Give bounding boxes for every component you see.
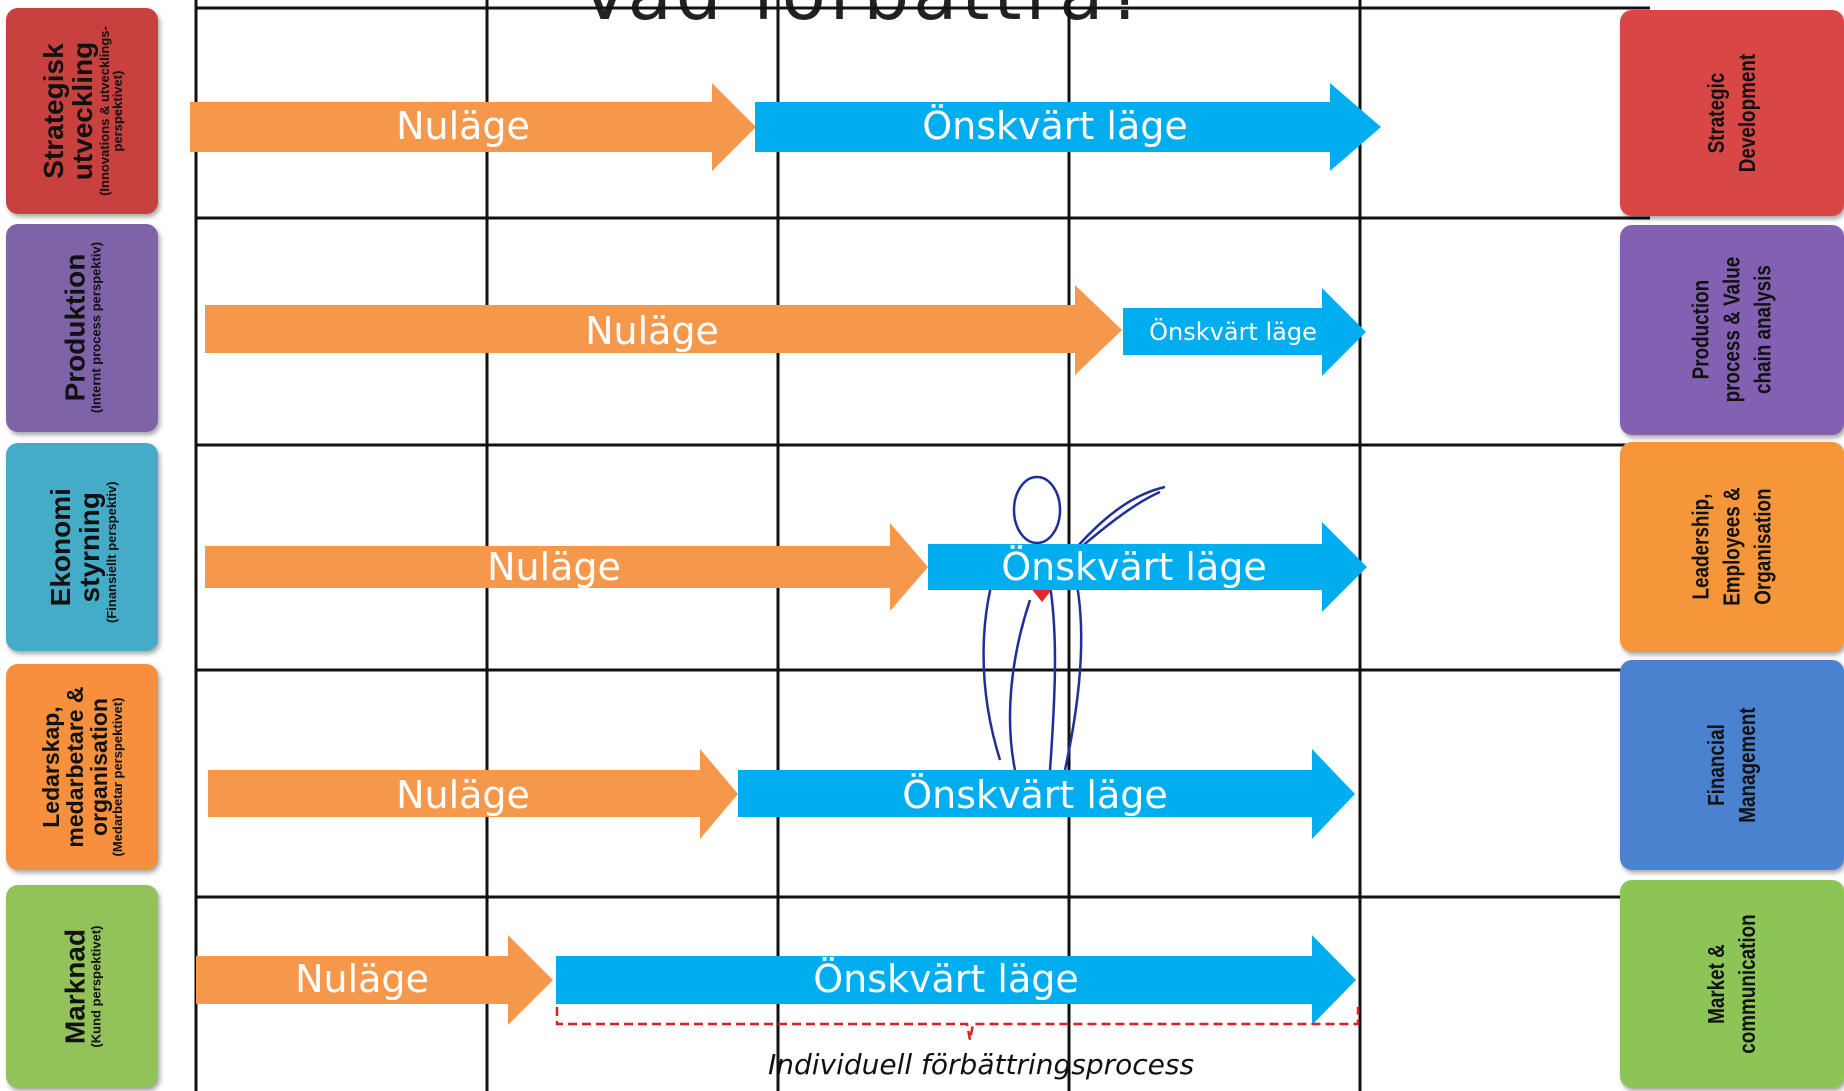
desired-state-arrow-row-1 xyxy=(755,83,1381,171)
right-panel-leadership: Leadership, Employees & Organisation xyxy=(1620,442,1844,652)
grid-lines xyxy=(194,0,1650,1091)
current-state-label-row-2: Nuläge xyxy=(585,309,719,353)
left-panel-production-subtitle: (Internt process perspektiv) xyxy=(88,242,104,414)
person-figure-icon xyxy=(982,475,1166,771)
left-panel-finance-title: Ekonomi styrning xyxy=(44,487,106,607)
current-state-arrow-row-5 xyxy=(196,935,553,1025)
left-panel-production-text: Produktion (Internt process perspektiv) xyxy=(59,238,104,418)
left-panel-market: Marknad (Kund perspektivet) xyxy=(6,885,158,1088)
left-panel-strategic-subtitle: (Innovations & utvecklings- perspektivet… xyxy=(96,26,126,196)
right-panel-strategic-development: Strategic Development xyxy=(1620,10,1844,216)
desired-state-label-row-3: Önskvärt läge xyxy=(1001,545,1267,589)
left-panel-leadership-subtitle: (Medarbetar perspektivet) xyxy=(110,697,126,857)
right-panel-leadership-label: Leadership, Employees & Organisation xyxy=(1687,487,1776,607)
current-state-arrow-row-3 xyxy=(205,523,928,611)
left-panel-strategic-text: Strategisk utveckling (Innovations & utv… xyxy=(37,16,126,206)
current-state-label-row-3: Nuläge xyxy=(487,545,621,589)
left-panel-leadership-text: Ledarskap, medarbetare & organisation (M… xyxy=(37,667,126,867)
right-panel-strategic-development-label: Strategic Development xyxy=(1702,53,1760,173)
left-panel-strategic: Strategisk utveckling (Innovations & utv… xyxy=(6,8,158,214)
desired-state-arrow-row-4 xyxy=(738,749,1355,839)
left-panel-market-title: Marknad xyxy=(59,928,91,1045)
desired-state-label-row-5: Önskvärt läge xyxy=(813,957,1079,1001)
left-panel-finance-text: Ekonomi styrning (Finansiellt perspektiv… xyxy=(44,467,119,627)
right-panel-financial-label: Financial Management xyxy=(1702,707,1760,823)
left-panel-finance: Ekonomi styrning (Finansiellt perspektiv… xyxy=(6,443,158,651)
current-state-arrow-row-2 xyxy=(205,285,1122,375)
left-panel-production: Produktion (Internt process perspektiv) xyxy=(6,224,158,432)
right-panel-market: Market & communication xyxy=(1620,880,1844,1088)
desired-state-arrow-row-5 xyxy=(556,935,1356,1025)
current-state-label-row-4: Nuläge xyxy=(396,773,530,817)
desired-state-label-row-1: Önskvärt läge xyxy=(922,104,1188,148)
desired-state-arrow-row-3 xyxy=(928,522,1367,612)
right-panel-market-label: Market & communication xyxy=(1702,914,1760,1054)
improvement-process-caption: Individuell förbättringsprocess xyxy=(767,1048,1195,1081)
current-state-label-row-1: Nuläge xyxy=(396,104,530,148)
current-state-arrow-row-1 xyxy=(190,83,756,171)
desired-state-label-row-2: Önskvärt läge xyxy=(1149,318,1317,346)
left-panel-leadership: Ledarskap, medarbetare & organisation (M… xyxy=(6,664,158,870)
desired-state-arrow-row-2 xyxy=(1123,288,1366,376)
right-panel-production: Production process & Value chain analysi… xyxy=(1620,225,1844,435)
left-panel-leadership-title: Ledarskap, medarbetare & organisation xyxy=(37,686,113,848)
right-panel-production-label: Production process & Value chain analysi… xyxy=(1687,257,1776,403)
left-panel-finance-subtitle: (Finansiellt perspektiv) xyxy=(103,481,119,623)
left-panel-strategic-title: Strategisk utveckling xyxy=(37,41,99,181)
current-state-arrow-row-4 xyxy=(208,749,738,839)
page-title: Vad förbättra? xyxy=(580,0,1150,36)
desired-state-label-row-4: Önskvärt läge xyxy=(902,773,1168,817)
current-state-label-row-5: Nuläge xyxy=(295,957,429,1001)
left-panel-market-subtitle: (Kund perspektivet) xyxy=(88,925,104,1048)
left-panel-production-title: Produktion xyxy=(59,254,91,402)
right-panel-financial: Financial Management xyxy=(1620,660,1844,870)
left-panel-market-text: Marknad (Kund perspektivet) xyxy=(59,912,104,1062)
improvement-process-bracket xyxy=(555,1007,1360,1041)
